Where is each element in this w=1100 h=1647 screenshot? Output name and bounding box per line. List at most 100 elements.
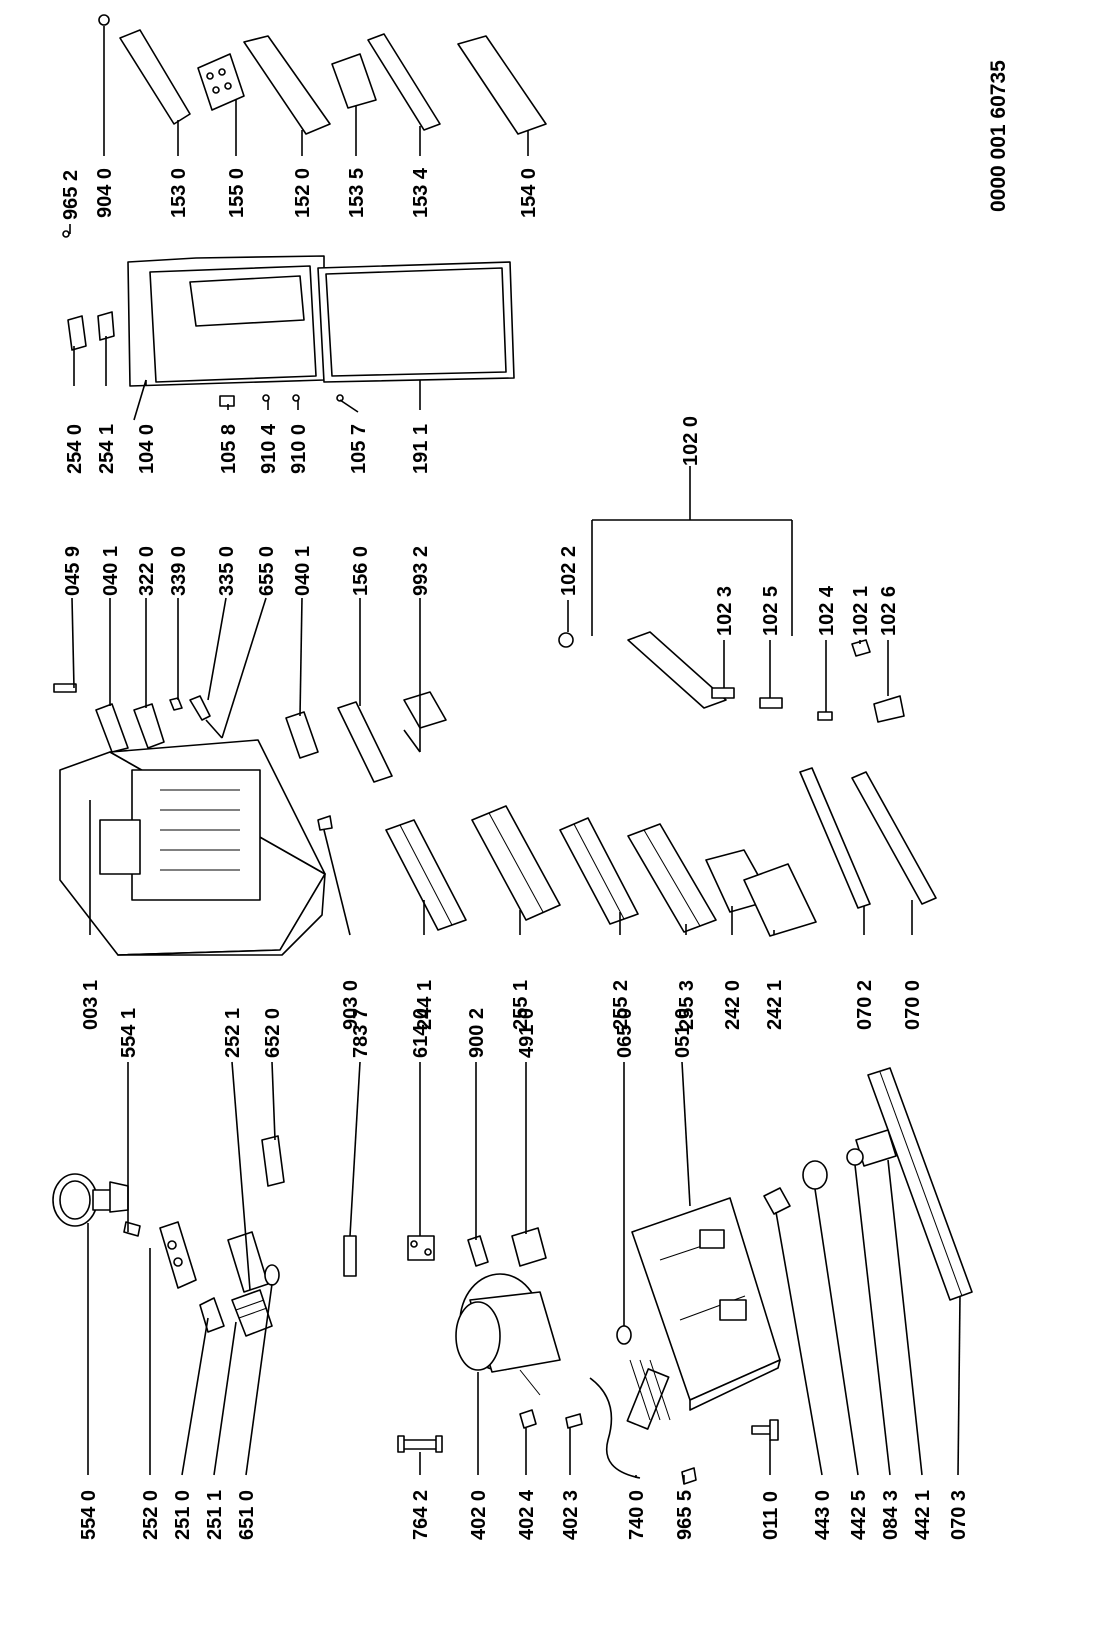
label-993-2: 993 2 [410, 546, 432, 596]
bracket-5541-drawing [123, 1221, 141, 1237]
label-051-0: 051 0 [672, 1008, 694, 1058]
label-153-4: 153 4 [410, 167, 432, 218]
label-655-0: 655 0 [256, 546, 278, 596]
label-335-0: 335 0 [216, 546, 238, 596]
label-652-0: 652 0 [262, 1008, 284, 1058]
label-070-0: 070 0 [902, 980, 924, 1030]
label-255-1: 255 1 [510, 980, 532, 1030]
knob-6510-drawing [264, 1264, 280, 1286]
label-102-6: 102 6 [878, 586, 900, 636]
rail-0703-drawing [867, 1067, 973, 1301]
drawers-drawing [705, 849, 817, 937]
label-443-0: 443 0 [812, 1490, 834, 1540]
relay-6140-drawing [407, 1235, 435, 1261]
label-740-0: 740 0 [626, 1490, 648, 1540]
document-number: 0000 001 60735 [987, 60, 1010, 212]
labels-third-row: 003 1 903 0 244 1 255 1 255 2 255 3 242 … [80, 980, 924, 1030]
label-255-2: 255 2 [610, 980, 632, 1030]
label-011-0: 011 0 [760, 1491, 782, 1540]
clip-6520-drawing [261, 1135, 285, 1187]
label-965-5: 965 5 [674, 1490, 696, 1540]
label-442-5: 442 5 [848, 1490, 870, 1540]
label-904-0: 904 0 [94, 168, 116, 218]
label-102-1: 102 1 [850, 586, 872, 636]
door-bins-drawing [62, 14, 547, 238]
labels-control-panel: 102 2 102 0 102 3 102 5 102 4 102 1 102 … [558, 416, 900, 636]
tube-7837-drawing [343, 1235, 357, 1277]
label-040-1-a: 040 1 [100, 546, 122, 596]
label-244-1: 244 1 [414, 980, 436, 1030]
label-045-9: 045 9 [62, 546, 84, 596]
label-339-0: 339 0 [168, 546, 190, 596]
door-small-parts-drawing [67, 311, 344, 407]
label-402-0: 402 0 [468, 1490, 490, 1540]
capacitor-9002-drawing [467, 1235, 489, 1267]
label-554-0: 554 0 [78, 1490, 100, 1540]
label-910-4: 910 4 [258, 423, 280, 474]
label-155-0: 155 0 [226, 168, 248, 218]
label-402-3: 402 3 [560, 1490, 582, 1540]
label-402-4: 402 4 [516, 1489, 538, 1540]
cabinet-drawing [59, 739, 326, 956]
compressor-drawing [455, 1273, 561, 1396]
label-322-0: 322 0 [136, 546, 158, 596]
control-panel-drawing [558, 631, 905, 723]
label-255-3: 255 3 [676, 980, 698, 1030]
label-152-0: 152 0 [292, 168, 314, 218]
label-442-1: 442 1 [912, 1490, 934, 1540]
label-070-3: 070 3 [948, 1490, 970, 1540]
label-065-0: 065 0 [614, 1008, 636, 1058]
small-4430-4425-0843-drawing [763, 1148, 864, 1215]
label-614-0: 614 0 [410, 1008, 432, 1058]
label-102-4: 102 4 [816, 585, 838, 636]
box-4910-drawing [511, 1227, 547, 1267]
labels-door-bins: 965 2 904 0 153 0 155 0 152 0 153 5 153 … [60, 167, 540, 220]
label-102-3: 102 3 [714, 586, 736, 636]
rod-7642-drawing [397, 1435, 443, 1453]
label-242-1: 242 1 [764, 980, 786, 1030]
label-903-0: 903 0 [340, 980, 362, 1030]
label-154-0: 154 0 [518, 168, 540, 218]
label-251-0: 251 0 [172, 1490, 194, 1540]
label-104-0: 104 0 [136, 424, 158, 474]
rails-0702-0700-drawing [799, 767, 937, 909]
door-drawing [127, 255, 325, 421]
label-252-0: 252 0 [140, 1490, 162, 1540]
labels-door-row: 254 0 254 1 104 0 105 8 910 4 910 0 105 … [64, 423, 432, 474]
label-764-2: 764 2 [410, 1490, 432, 1540]
label-254-1: 254 1 [96, 424, 118, 474]
condenser-coil-drawing [589, 1359, 671, 1479]
label-252-1: 252 1 [222, 1008, 244, 1058]
label-084-3: 084 3 [880, 1490, 902, 1540]
label-965-2: 965 2 [60, 170, 82, 220]
label-783-7: 783 7 [350, 1008, 372, 1058]
label-254-0: 254 0 [64, 424, 86, 474]
label-105-8: 105 8 [218, 424, 240, 474]
labels-second-row: 554 1 252 1 652 0 783 7 614 0 900 2 491 … [118, 1008, 694, 1058]
screw-drawing [751, 1419, 779, 1441]
labels-bottom-row: 554 0 252 0 251 0 251 1 651 0 764 2 402 … [78, 1489, 970, 1540]
label-102-0: 102 0 [680, 416, 702, 466]
label-651-0: 651 0 [236, 1490, 258, 1540]
label-153-0: 153 0 [168, 168, 190, 218]
label-554-1: 554 1 [118, 1008, 140, 1058]
labels-hinge-column: 045 9 040 1 322 0 339 0 335 0 655 0 040 … [62, 546, 432, 596]
base-plate-drawing [631, 1197, 781, 1411]
label-102-5: 102 5 [760, 586, 782, 636]
door-gasket-drawing [317, 261, 515, 383]
label-910-0: 910 0 [288, 424, 310, 474]
hinge-column-drawing [53, 683, 447, 783]
label-191-1: 191 1 [410, 424, 432, 474]
leader-lines [69, 26, 961, 1484]
fitting-0650-drawing [616, 1325, 632, 1345]
label-242-0: 242 0 [722, 980, 744, 1030]
label-900-2: 900 2 [466, 1008, 488, 1058]
label-102-2: 102 2 [558, 546, 580, 596]
label-251-1: 251 1 [204, 1490, 226, 1540]
small-parts-4024-4023-drawing [519, 1409, 697, 1485]
part-9030-drawing [317, 815, 333, 831]
label-156-0: 156 0 [350, 546, 372, 596]
label-003-1: 003 1 [80, 980, 102, 1030]
label-153-5: 153 5 [346, 168, 368, 218]
